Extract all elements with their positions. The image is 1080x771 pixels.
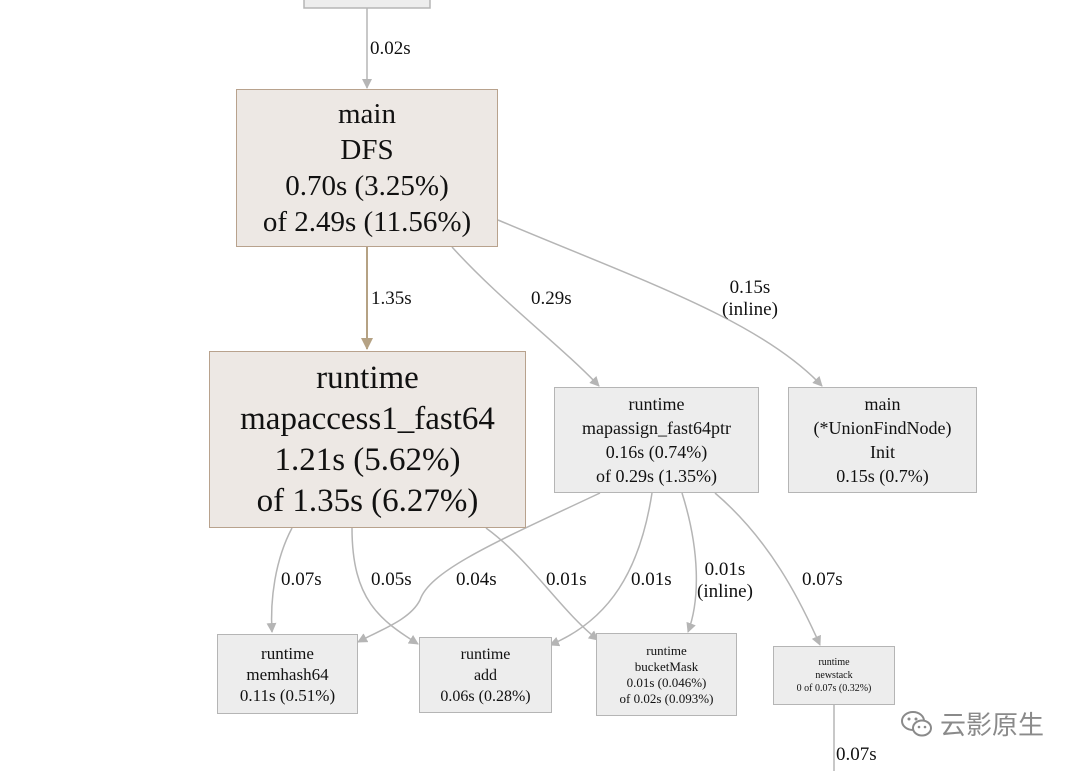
node-function: mapaccess1_fast64 [240,400,495,437]
node-flat-time: 1.21s (5.62%) [274,441,461,478]
node-package: runtime [646,642,687,658]
node-main-unionfindnode-init[interactable]: main (*UnionFindNode) Init 0.15s (0.7%) [788,387,977,493]
node-package: runtime [628,394,685,414]
edge-label-time: 0.15s [729,277,771,298]
edge-label-newstack-out: 0.07s [836,744,877,765]
node-cum-time: 0 of 0.07s (0.32%) [796,683,872,694]
node-runtime-bucketmask[interactable]: runtime bucketMask 0.01s (0.046%) of 0.0… [596,633,737,716]
edge-label-dfs-mapaccess: 1.35s [371,288,412,309]
node-runtime-memhash64[interactable]: runtime memhash64 0.11s (0.51%) [217,634,358,714]
node-function: bucketMask [634,658,699,674]
edge-label-inline: (inline) [697,581,753,602]
watermark-text: 云影原生 [940,711,1045,741]
edge-mapassign-memhash [357,492,601,643]
edge-mapaccess-bucket [485,527,599,641]
node-function: memhash64 [246,664,329,684]
node-flat-time: 0.15s (0.7%) [836,466,929,486]
wechat-icon [901,710,932,736]
node-package: main [864,394,901,414]
edge-mapassign-add [549,492,653,647]
node-cum-time: of 2.49s (11.56%) [262,206,472,238]
edge-label-dfs-mapassign: 0.29s [531,288,572,309]
node-package: main [338,98,396,130]
node-package: runtime [316,359,419,396]
node-function: add [473,666,498,684]
node-function: newstack [815,670,853,681]
node-flat-time: 0.01s (0.046%) [626,674,707,690]
edge-label-acc-memhash: 0.07s [281,569,322,590]
node-flat-time: 0.11s (0.51%) [239,685,336,705]
edge-label-inline: (inline) [722,299,778,320]
node-package: runtime [261,643,314,663]
edge-dfs-mapassign [451,246,600,387]
edge-mapaccess-add [351,527,419,645]
node-flat-time: 0.06s (0.28%) [440,687,531,705]
edge-label-assign-bucket: 0.01s (inline) [697,559,753,603]
node-runtime-add[interactable]: runtime add 0.06s (0.28%) [419,637,552,713]
watermark: 云影原生 [900,705,1044,742]
edge-label-top-in: 0.02s [370,38,411,59]
edge-label-acc-add: 0.05s [371,569,412,590]
node-method: Init [870,442,895,462]
node-function: mapassign_fast64ptr [582,418,731,438]
node-runtime-mapassign-fast64ptr[interactable]: runtime mapassign_fast64ptr 0.16s (0.74%… [554,387,759,493]
node-package: runtime [818,657,850,668]
edge-mapassign-bucket [681,492,698,633]
node-package: runtime [460,645,511,663]
edge-label-time: 0.01s [704,559,746,580]
node-flat-time: 0.70s (3.25%) [285,170,449,202]
edge-dfs-unionfind [497,219,823,387]
node-function: DFS [340,134,394,166]
node-cum-time: of 1.35s (6.27%) [256,482,479,519]
edge-label-assign-newstack: 0.07s [802,569,843,590]
edge-label-assign-memhash: 0.04s [456,569,497,590]
edge-mapaccess-memhash [266,527,293,633]
edge-mapassign-newstack [714,492,821,646]
node-flat-time: 0.16s (0.74%) [605,442,708,462]
edge-label-assign-add: 0.01s [631,569,672,590]
edge-label-acc-bucket: 0.01s [546,569,587,590]
node-function: (*UnionFindNode) [813,418,952,438]
node-cum-time: of 0.29s (1.35%) [596,466,717,486]
node-cum-time: of 0.02s (0.093%) [619,690,714,706]
node-runtime-mapaccess1-fast64[interactable]: runtime mapaccess1_fast64 1.21s (5.62%) … [209,351,526,528]
edge-label-dfs-unionfind: 0.15s (inline) [722,277,778,321]
node-runtime-newstack[interactable]: runtime newstack 0 of 0.07s (0.32%) [773,646,895,705]
parent-node-partial [303,0,431,9]
node-main-dfs[interactable]: main DFS 0.70s (3.25%) of 2.49s (11.56%) [236,89,498,247]
